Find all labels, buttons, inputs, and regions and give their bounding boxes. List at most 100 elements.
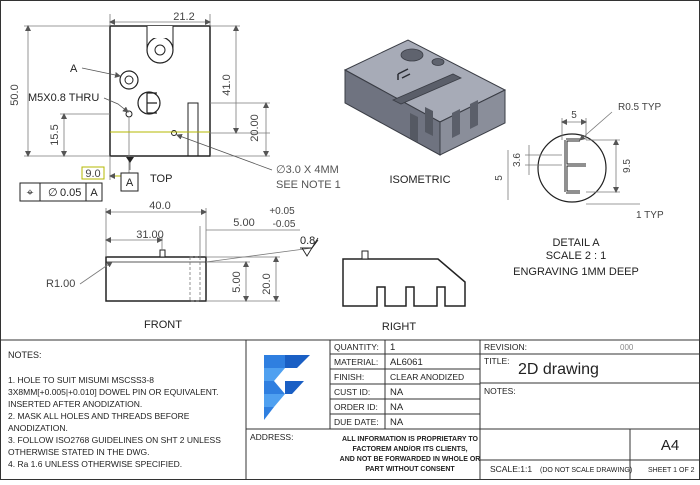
detail-a-label: DETAIL A [552, 237, 600, 249]
quantity-label: QUANTITY: [334, 342, 379, 352]
note-line: 1. HOLE TO SUIT MISUMI MSCSS3-8 [8, 375, 154, 385]
thread-callout: M5X0.8 THRU [28, 92, 99, 104]
cust-value: NA [390, 387, 404, 398]
revision-label: REVISION: [484, 342, 527, 352]
dowel-pin-hole [125, 110, 133, 118]
dim-50: 50.0 [9, 84, 21, 105]
datum-letter: A [126, 177, 134, 189]
detail-texts: 5 R0.5 TYP 3.6 9.5 5 1 TYP DETAIL A SCAL… [494, 102, 664, 278]
datum-box [120, 172, 139, 192]
detail-dim-5: 5 [571, 110, 577, 121]
due-value: NA [390, 417, 404, 428]
dim-9: 9.0 [85, 168, 100, 180]
dim-15-5: 15.5 [49, 124, 61, 145]
isometric-label: ISOMETRIC [389, 174, 450, 186]
proprietary-line: ALL INFORMATION IS PROPRIETARY TO [342, 436, 479, 443]
engraving-note: ENGRAVING 1MM DEEP [513, 266, 639, 278]
top-view-outline [109, 25, 211, 157]
dim-5-00v: 5.00 [231, 271, 243, 292]
note-line: 3. FOLLOW ISO2768 GUIDELINES ON SHT 2 UN… [8, 435, 221, 445]
engraving-circle [137, 91, 161, 115]
right-view [342, 250, 466, 307]
small-hole [171, 130, 177, 136]
top-view [109, 25, 211, 157]
order-label: ORDER ID: [334, 402, 378, 412]
note-line: 3X8MM[+0.005|+0.010] DOWEL PIN OR EQUIVA… [8, 387, 219, 397]
note-line: OTHERWISE STATED IN THE DWG. [8, 447, 150, 457]
note-line: 2. MASK ALL HOLES AND THREADS BEFORE [8, 411, 190, 421]
isometric-view [343, 39, 507, 156]
dim-20: 20.00 [249, 114, 261, 142]
detail-dim-3-6: 3.6 [512, 153, 523, 167]
notes-section: NOTES: 1. HOLE TO SUIT MISUMI MSCSS3-8 3… [8, 350, 221, 469]
company-logo [264, 355, 310, 420]
front-view-label: FRONT [144, 319, 182, 331]
hole-callout-1: ∅3.0 X 4MM [276, 164, 339, 176]
right-view-label: RIGHT [382, 321, 417, 333]
notes-title: NOTES: [8, 350, 42, 360]
datum-triangle [126, 157, 134, 163]
sheet-number: SHEET 1 OF 2 [648, 467, 695, 474]
leader-lines [81, 67, 273, 171]
material-label: MATERIAL: [334, 357, 378, 367]
note-line: INSERTED AFTER ANODIZATION. [8, 399, 142, 409]
proprietary-line: PART WITHOUT CONSENT [365, 466, 455, 473]
note-line: ANODIZATION. [8, 423, 68, 433]
top-view-label: TOP [150, 173, 172, 185]
fcf-datum: A [90, 187, 98, 199]
dim-40: 40.0 [149, 200, 170, 212]
top-view-texts: 21.2 50.0 41.0 20.00 15.5 9.0 A M5X0.8 T… [9, 11, 341, 191]
front-dimensions [79, 208, 313, 302]
scale-value: SCALE:1:1 [490, 464, 532, 474]
dim-31: 31.00 [136, 229, 164, 241]
due-label: DUE DATE: [334, 417, 379, 427]
tol-plus: +0.05 [269, 206, 295, 217]
dim-9-box [81, 166, 105, 180]
order-value: NA [390, 402, 404, 413]
position-symbol: ⌖ [27, 185, 34, 199]
detail-dimensions [507, 111, 640, 205]
detail-a-view [537, 133, 607, 203]
detail-1typ: 1 TYP [636, 210, 664, 221]
fcf-value: 0.05 [60, 187, 81, 199]
top-view-dimensions [24, 14, 270, 180]
dim-21-2: 21.2 [173, 11, 194, 23]
tol-minus: -0.05 [273, 219, 296, 230]
tb-notes-label: NOTES: [484, 386, 516, 396]
fcf-diameter: ∅ [48, 187, 58, 199]
proprietary-line: AND NOT BE FORWARDED IN WHOLE OR [340, 456, 481, 463]
note-line: 4. Ra 1.6 UNLESS OTHERWISE SPECIFIED. [8, 459, 182, 469]
roughness-value: 0.8 [300, 235, 315, 247]
drawing-title: 2D drawing [518, 361, 599, 378]
front-view [105, 249, 207, 302]
radius-callout: R1.00 [46, 278, 75, 290]
title-block [245, 340, 700, 480]
revision-value: 000 [620, 343, 634, 352]
top-slot-inner [154, 44, 166, 56]
detail-dim-5v: 5 [494, 175, 505, 181]
address-label: ADDRESS: [250, 432, 293, 442]
feature-control-frame: ⌖ ∅ 0.05 A [19, 182, 103, 202]
finish-label: FINISH: [334, 372, 364, 382]
callout-a: A [70, 63, 78, 75]
detail-radius: R0.5 TYP [618, 102, 661, 113]
dim-20-0v: 20.0 [261, 273, 273, 294]
front-texts: 40.0 31.00 5.00 +0.05 -0.05 0.8 5.00 20.… [46, 200, 315, 331]
detail-scale-label: SCALE 2 : 1 [546, 250, 607, 262]
quantity-value: 1 [390, 342, 395, 353]
title-block-fields: QUANTITY: 1 MATERIAL: AL6061 FINISH: CLE… [250, 342, 695, 474]
sheet-size: A4 [661, 437, 679, 454]
material-value: AL6061 [390, 357, 423, 368]
scale-note: (DO NOT SCALE DRAWING) [540, 467, 632, 474]
finish-value: CLEAR ANODIZED [390, 372, 464, 382]
dim-41: 41.0 [221, 74, 233, 95]
top-side-slot [187, 102, 199, 157]
title-label: TITLE: [484, 356, 510, 366]
detail-dim-9-5: 9.5 [622, 159, 633, 173]
dim-5-00: 5.00 [233, 217, 254, 229]
m5-thread-hole [119, 70, 139, 90]
hole-callout-2: SEE NOTE 1 [276, 179, 341, 191]
cust-label: CUST ID: [334, 387, 370, 397]
